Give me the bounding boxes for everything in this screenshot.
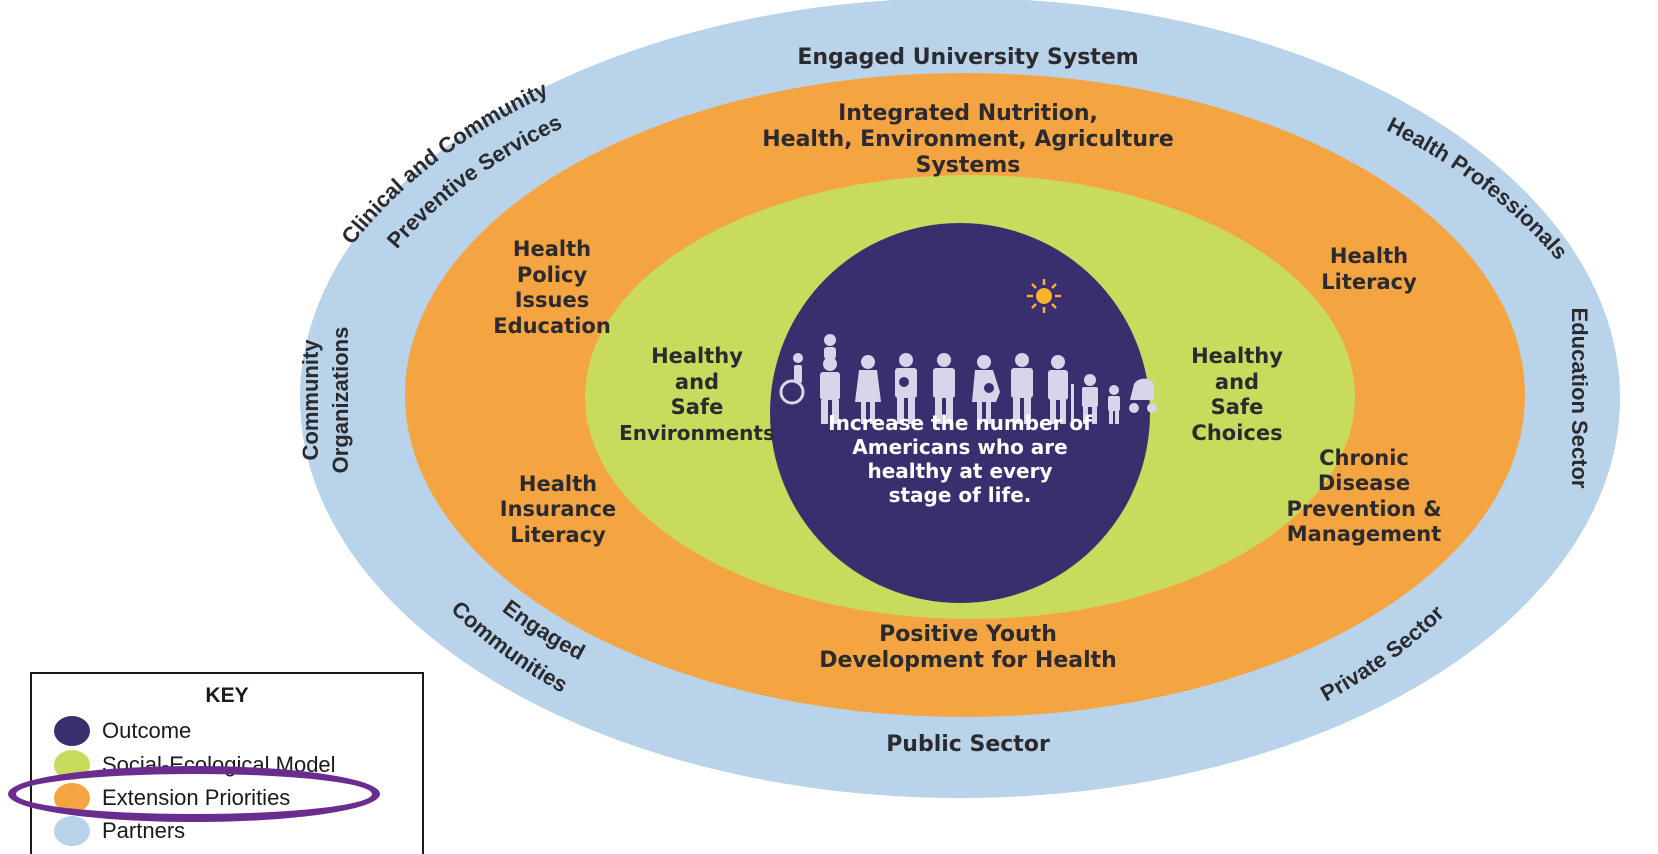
sem-label-environments-1: Healthy: [651, 344, 743, 368]
extension-label-policy-3: Issues: [515, 288, 590, 312]
extension-label-insurance-2: Insurance: [500, 497, 616, 521]
extension-label-chronic-1: Chronic: [1319, 446, 1409, 470]
extension-label-chronic-2: Disease: [1318, 471, 1410, 495]
legend-label: Outcome: [102, 718, 192, 743]
sem-label-environments-3: Safe: [671, 395, 724, 419]
partners-label-organizations: Organizations: [328, 327, 353, 474]
outcome-text-3: healthy at every: [867, 459, 1052, 483]
extension-label-youth-2: Development for Health: [819, 648, 1117, 673]
partners-label-education-sector: Education Sector: [1567, 308, 1592, 489]
sem-label-choices-2: and: [1215, 370, 1259, 394]
extension-label-integrated-1: Integrated Nutrition,: [838, 101, 1098, 126]
partners-label-public-sector: Public Sector: [886, 732, 1050, 757]
extension-label-chronic-4: Management: [1287, 522, 1442, 546]
stroller-icon: [1129, 378, 1157, 413]
family-icon: [779, 334, 1157, 424]
extension-label-policy-4: Education: [493, 314, 611, 338]
extension-label-policy-1: Health: [513, 237, 591, 261]
extension-label-integrated-2: Health, Environment, Agriculture: [762, 127, 1174, 152]
partners-label-community: Community: [298, 339, 323, 461]
outcome-text-2: Americans who are: [852, 435, 1067, 459]
outcome-text-4: stage of life.: [889, 483, 1032, 507]
legend-title: KEY: [205, 684, 249, 707]
partners-label-university: Engaged University System: [797, 45, 1138, 70]
outcome-text-1: Increase the number of: [828, 411, 1092, 435]
extension-label-integrated-3: Systems: [916, 153, 1021, 178]
legend-label: Social-Ecological Model: [102, 752, 336, 777]
legend-label: Partners: [102, 818, 186, 843]
sem-label-choices-3: Safe: [1211, 395, 1264, 419]
legend: KEY Outcome Social-Ecological Model Exte…: [30, 672, 424, 854]
social-ecological-swatch: [54, 750, 90, 780]
sem-label-choices-1: Healthy: [1191, 344, 1283, 368]
wheelchair-icon: [779, 353, 805, 405]
sem-label-choices-4: Choices: [1191, 421, 1282, 445]
sun-icon: [1027, 279, 1061, 313]
legend-item-outcome: Outcome: [54, 714, 191, 748]
partners-swatch: [54, 816, 90, 846]
outcome-swatch: [54, 716, 90, 746]
legend-item-social-ecological: Social-Ecological Model: [54, 748, 336, 782]
extension-swatch: [54, 783, 90, 813]
extension-label-chronic-3: Prevention &: [1286, 497, 1441, 521]
extension-label-policy-2: Policy: [517, 263, 588, 287]
extension-label-literacy-1: Health: [1330, 244, 1408, 268]
sem-label-environments-4: Environments: [619, 421, 775, 445]
legend-item-partners: Partners: [54, 814, 185, 848]
legend-item-extension: Extension Priorities: [54, 781, 290, 815]
outcome-circle: [770, 223, 1150, 603]
extension-label-insurance-3: Literacy: [510, 523, 606, 547]
extension-label-literacy-2: Literacy: [1321, 270, 1417, 294]
legend-label: Extension Priorities: [102, 785, 291, 810]
extension-label-youth-1: Positive Youth: [879, 622, 1057, 647]
extension-label-insurance-1: Health: [519, 472, 597, 496]
sem-label-environments-2: and: [675, 370, 719, 394]
